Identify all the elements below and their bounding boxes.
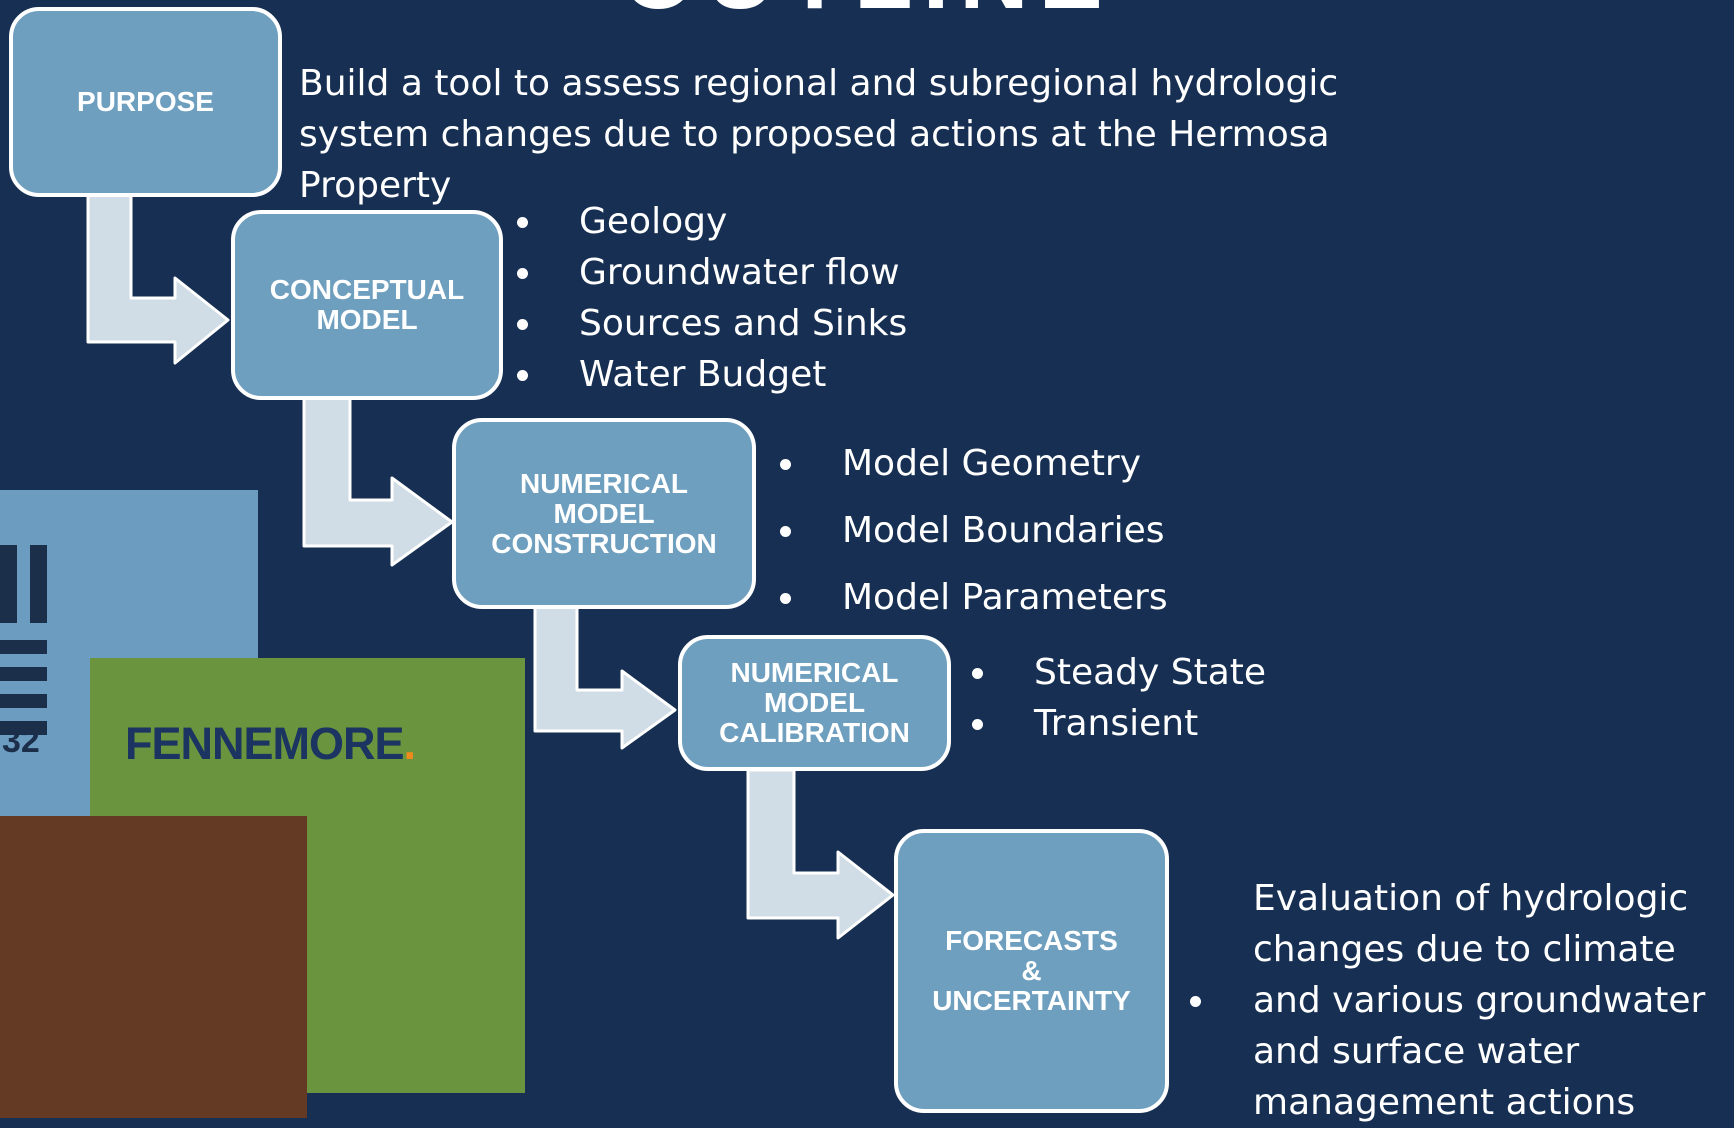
bullet-item: Steady State: [972, 647, 1266, 698]
forecasts-uncertainty-bullets: Evaluation of hydrologic changes due to …: [1190, 873, 1734, 1128]
conceptual-model-label: CONCEPTUAL MODEL: [269, 274, 465, 335]
bullet-item: Geology: [517, 196, 907, 247]
bullet-item: Model Boundaries: [780, 497, 1168, 564]
bullet-item: Model Geometry: [780, 430, 1168, 497]
fennemore-logo: FENNEMORE.: [125, 718, 416, 770]
numerical-model-construction-label: NUMERICAL MODEL CONSTRUCTION: [491, 467, 717, 559]
purpose-label: PURPOSE: [77, 86, 214, 117]
bullet-item: Transient: [972, 698, 1266, 749]
flow-arrow-1: [86, 191, 230, 365]
fennemore-logo-dot: .: [403, 718, 416, 769]
flow-arrow-3: [533, 603, 677, 750]
forecasts-uncertainty-label: FORECASTS & UNCERTAINTY: [932, 925, 1131, 1016]
purpose-box: PURPOSE: [9, 7, 282, 197]
bullet-item: Water Budget: [517, 349, 907, 400]
numerical-model-construction-box: NUMERICAL MODEL CONSTRUCTION: [452, 418, 756, 609]
numerical-model-calibration-label: NUMERICAL MODEL CALIBRATION: [719, 657, 910, 748]
numerical-model-calibration-bullets: Steady State Transient: [972, 647, 1266, 749]
flow-arrow-2: [302, 396, 454, 567]
flow-arrow-4: [746, 768, 895, 940]
brown-panel: [0, 816, 307, 1118]
purpose-description: Build a tool to assess regional and subr…: [299, 63, 1339, 206]
fennemore-logo-text: FENNEMORE: [125, 718, 405, 769]
conceptual-model-box: CONCEPTUAL MODEL: [231, 210, 503, 400]
forecasts-uncertainty-box: FORECASTS & UNCERTAINTY: [894, 829, 1169, 1113]
bullet-item: Groundwater flow: [517, 247, 907, 298]
bullet-item: Evaluation of hydrologic changes due to …: [1190, 873, 1734, 1128]
partial-logo-number: 32: [2, 722, 40, 760]
bullet-item: Model Parameters: [780, 564, 1168, 631]
numerical-model-calibration-box: NUMERICAL MODEL CALIBRATION: [678, 635, 951, 771]
bullet-item: Sources and Sinks: [517, 298, 907, 349]
slide-title: OUTLINE: [0, 0, 1734, 24]
conceptual-model-bullets: Geology Groundwater flow Sources and Sin…: [517, 196, 907, 400]
numerical-model-construction-bullets: Model Geometry Model Boundaries Model Pa…: [780, 430, 1168, 631]
